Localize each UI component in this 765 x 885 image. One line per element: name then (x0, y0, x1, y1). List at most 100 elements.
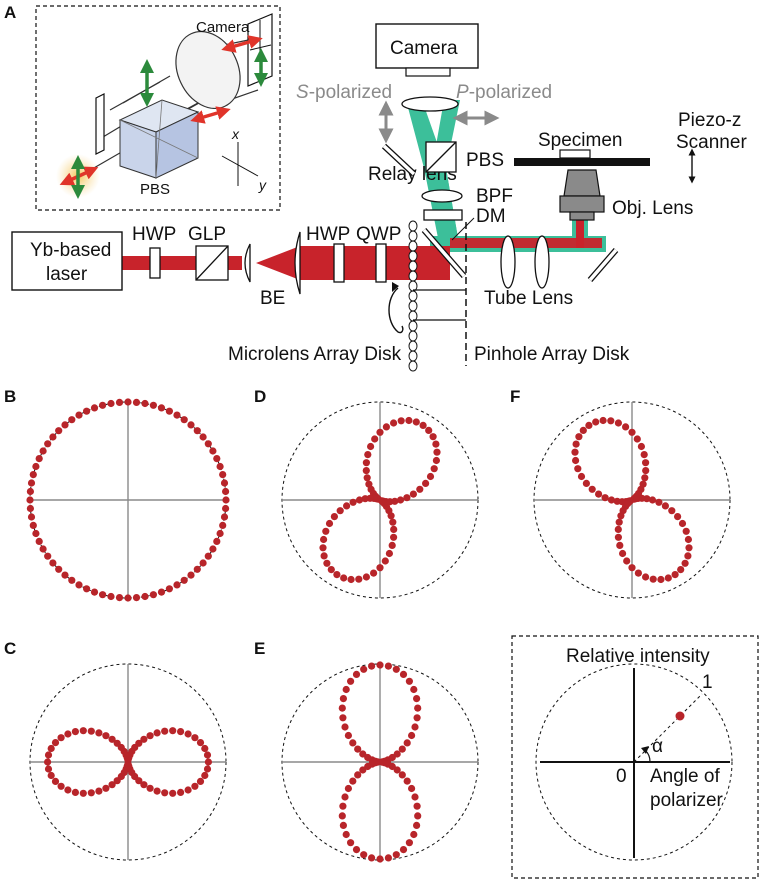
polar-data-point (141, 399, 149, 408)
polar-data-point (649, 575, 657, 583)
polar-data-point (588, 485, 596, 493)
polar-data-point (354, 771, 362, 779)
polar-data-point (633, 435, 641, 443)
polar-data-point (390, 533, 398, 541)
legend-axis-label-1: Angle of (650, 766, 720, 787)
polar-data-point (115, 398, 124, 406)
polar-data-point (26, 504, 34, 513)
microlens-bead (408, 250, 418, 262)
polar-data-point (684, 535, 693, 544)
polar-data-point (399, 670, 408, 679)
polar-data-point (161, 727, 169, 735)
polar-data-point (628, 564, 636, 572)
polar-data-point (319, 544, 327, 552)
polar-data-point (83, 585, 91, 593)
polar-data-point (222, 487, 230, 496)
glp-label: GLP (188, 224, 226, 245)
polar-data-point (619, 549, 627, 558)
polar-data-point (99, 401, 107, 409)
polar-data-point (135, 777, 143, 785)
inset-axis-x: x (231, 126, 240, 142)
polar-data-point (572, 440, 580, 448)
polar-data-point (411, 793, 419, 801)
polar-data-point (47, 771, 55, 780)
polar-data-point (339, 821, 347, 830)
polar-data-point (684, 552, 692, 560)
microlens-array-disk (408, 220, 418, 372)
fold-mirror (382, 144, 416, 176)
polar-data-point (196, 777, 205, 786)
polar-data-point (405, 416, 413, 425)
polar-data-point (68, 416, 76, 424)
polar-data-point (39, 447, 47, 455)
polar-data-point (203, 765, 212, 773)
polar-data-point (213, 537, 221, 546)
polar-data-point (108, 735, 116, 743)
polar-data-point (35, 455, 43, 463)
polar-data-point (32, 462, 40, 471)
polar-data-point (83, 407, 91, 415)
bpf-label: BPF (476, 186, 513, 207)
polar-data-point (180, 576, 188, 584)
hwp2-plate (333, 243, 345, 283)
polar-data-point (55, 565, 63, 573)
polar-data-point (173, 581, 181, 589)
polar-data-point (320, 535, 328, 544)
polar-data-point (367, 442, 375, 451)
polar-data-point (398, 771, 406, 779)
polar-data-point (349, 498, 357, 506)
polar-data-point (132, 594, 141, 602)
polar-data-point (26, 487, 34, 496)
polar-data-point (370, 569, 378, 577)
polar-data-point (173, 411, 181, 419)
polar-data-point (615, 518, 623, 526)
polar-data-point (95, 729, 103, 737)
polar-plot-e (281, 661, 479, 863)
polar-data-point (146, 732, 154, 740)
laser-beam-expanding (256, 246, 300, 280)
polar-data-point (368, 854, 376, 862)
polar-data-point (617, 512, 625, 520)
polar-data-point (572, 456, 580, 465)
polar-data-point (199, 433, 207, 441)
legend-panel: Relative intensity 1 0 α Angle of polari… (511, 635, 759, 879)
polar-data-point (169, 789, 177, 797)
polar-data-point (388, 541, 396, 550)
polar-data-point (381, 557, 389, 565)
pinhole-label: Pinhole Array Disk (474, 344, 630, 365)
polar-data-point (571, 448, 579, 456)
polar-data-point (32, 529, 40, 538)
polar-data-point (323, 559, 331, 567)
polar-data-point (575, 433, 583, 441)
polar-data-point (349, 777, 357, 785)
objective-lens (559, 195, 605, 213)
polar-data-point (422, 479, 430, 487)
panel-a: A (4, 3, 747, 372)
polar-data-point (391, 497, 399, 505)
polar-data-point (396, 496, 405, 504)
polar-data-point (585, 421, 593, 429)
polar-data-point (668, 507, 676, 515)
polar-data-point (213, 455, 221, 463)
polar-data-point (376, 564, 384, 572)
polar-data-point (414, 704, 422, 712)
pbs-label: PBS (466, 150, 504, 171)
legend-box (511, 635, 759, 879)
polar-data-point (35, 537, 43, 546)
polar-data-point (191, 734, 199, 742)
polar-data-point (416, 485, 424, 493)
polar-data-point (149, 591, 157, 599)
polar-data-point (413, 821, 421, 830)
polar-data-point (341, 793, 349, 801)
microlens-bead (408, 320, 418, 332)
polar-data-point (392, 851, 400, 859)
polar-data-point (429, 433, 437, 441)
polar-data-point (222, 496, 230, 504)
qwp-label: QWP (356, 224, 401, 245)
panel-label-a: A (4, 3, 16, 22)
polar-data-point (376, 428, 384, 436)
panel-label-c: C (4, 639, 16, 658)
polar-data-point (339, 714, 347, 722)
polar-data-point (161, 789, 169, 797)
tube-lens-1 (500, 235, 516, 289)
